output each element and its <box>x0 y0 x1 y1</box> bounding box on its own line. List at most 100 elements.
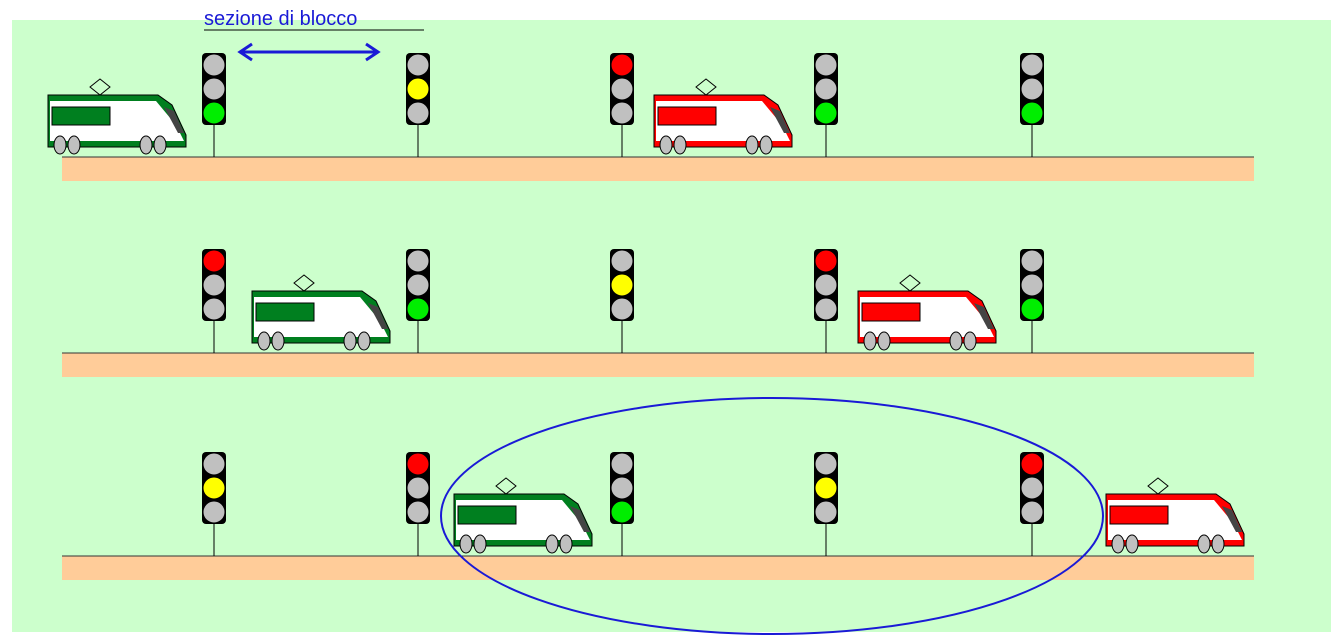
cab-window <box>974 303 994 329</box>
wheel-icon <box>343 331 357 351</box>
signal-lamp-yellow <box>406 476 430 500</box>
wheel-icon <box>1211 534 1225 554</box>
train-window <box>657 106 717 126</box>
signal-lamp-yellow <box>814 77 838 101</box>
signal-lamp-green <box>1020 101 1044 125</box>
cab-window <box>1222 506 1242 532</box>
wheel-icon <box>53 135 67 155</box>
train-window <box>861 302 921 322</box>
track-bed-1 <box>62 157 1254 181</box>
train-window <box>255 302 315 322</box>
wheel-icon <box>673 135 687 155</box>
track-bed-2 <box>62 353 1254 377</box>
block-section-arrow <box>237 42 381 62</box>
signal-lamp-yellow <box>610 77 634 101</box>
signal-red-row2-4 <box>814 249 838 353</box>
cab-window <box>770 107 790 133</box>
train-window <box>51 106 111 126</box>
wheel-icon <box>659 135 673 155</box>
signal-lamp-yellow <box>202 273 226 297</box>
train-red-row1 <box>653 78 793 155</box>
signal-lamp-green <box>610 297 634 321</box>
signal-lamp-red <box>610 249 634 273</box>
signal-red-row3-2 <box>406 452 430 556</box>
signal-green-row2-2 <box>406 249 430 353</box>
signal-lamp-green <box>814 101 838 125</box>
signal-lamp-red <box>406 452 430 476</box>
wheel-icon <box>473 534 487 554</box>
signal-lamp-green <box>202 101 226 125</box>
signal-lamp-yellow <box>1020 77 1044 101</box>
wheel-icon <box>559 534 573 554</box>
wheel-icon <box>271 331 285 351</box>
cab-window <box>368 303 388 329</box>
signal-lamp-yellow <box>202 77 226 101</box>
train-window <box>457 505 517 525</box>
pantograph-icon <box>695 78 717 96</box>
signal-red-row2-1 <box>202 249 226 353</box>
signal-yellow-row1-2 <box>406 53 430 157</box>
signal-lamp-red <box>814 249 838 273</box>
signal-lamp-green <box>610 101 634 125</box>
wheel-icon <box>759 135 773 155</box>
track-bed-3 <box>62 556 1254 580</box>
signal-lamp-yellow <box>610 273 634 297</box>
signal-lamp-green <box>406 101 430 125</box>
signal-lamp-yellow <box>406 77 430 101</box>
wheel-icon <box>877 331 891 351</box>
wheel-icon <box>1125 534 1139 554</box>
wheel-icon <box>963 331 977 351</box>
train-green-row2 <box>251 274 391 351</box>
block-section-label: sezione di blocco <box>204 8 357 30</box>
train-window <box>1109 505 1169 525</box>
signal-lamp-green <box>406 500 430 524</box>
signals-layer <box>202 53 1044 556</box>
signal-lamp-yellow <box>1020 273 1044 297</box>
wheel-icon <box>459 534 473 554</box>
wheel-icon <box>357 331 371 351</box>
signal-lamp-yellow <box>202 476 226 500</box>
wheel-icon <box>1111 534 1125 554</box>
wheel-icon <box>257 331 271 351</box>
signal-lamp-red <box>610 452 634 476</box>
cab-window <box>164 107 184 133</box>
signal-lamp-yellow <box>406 273 430 297</box>
signal-lamp-green <box>202 500 226 524</box>
wheel-icon <box>1197 534 1211 554</box>
train-red-row3 <box>1105 477 1245 554</box>
signal-lamp-yellow <box>814 476 838 500</box>
signal-lamp-yellow <box>1020 476 1044 500</box>
cab-window <box>570 506 590 532</box>
signal-red-row3-5 <box>1020 452 1044 556</box>
highlight-ellipse <box>440 397 1104 635</box>
wheel-icon <box>67 135 81 155</box>
signal-lamp-green <box>814 297 838 321</box>
signal-lamp-green <box>814 500 838 524</box>
signal-lamp-red <box>610 53 634 77</box>
pantograph-icon <box>899 274 921 292</box>
train-green-row3 <box>453 477 593 554</box>
wheel-icon <box>949 331 963 351</box>
signal-lamp-green <box>406 297 430 321</box>
signal-lamp-green <box>1020 297 1044 321</box>
wheel-icon <box>153 135 167 155</box>
signal-lamp-red <box>202 452 226 476</box>
signal-lamp-red <box>202 249 226 273</box>
signal-lamp-red <box>202 53 226 77</box>
signal-lamp-red <box>1020 249 1044 273</box>
signal-yellow-row3-1 <box>202 452 226 556</box>
signal-lamp-green <box>1020 500 1044 524</box>
pantograph-icon <box>89 78 111 96</box>
signal-green-row2-5 <box>1020 249 1044 353</box>
signal-green-row3-3 <box>610 452 634 556</box>
signal-lamp-red <box>814 452 838 476</box>
wheel-icon <box>139 135 153 155</box>
signal-lamp-red <box>406 53 430 77</box>
signal-green-row1-5 <box>1020 53 1044 157</box>
signal-green-row1-1 <box>202 53 226 157</box>
signal-lamp-yellow <box>814 273 838 297</box>
signal-lamp-red <box>814 53 838 77</box>
signal-red-row1-3 <box>610 53 634 157</box>
wheel-icon <box>545 534 559 554</box>
